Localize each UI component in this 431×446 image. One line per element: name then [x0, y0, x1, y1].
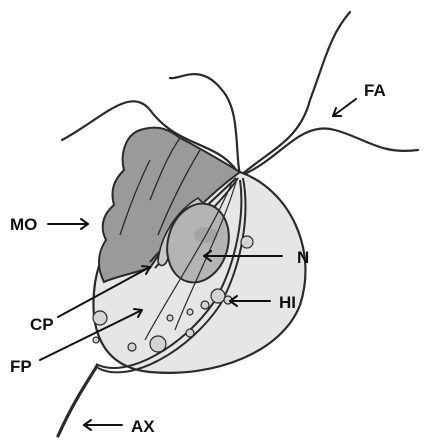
mo-arrow: [48, 219, 88, 229]
label-ax: AX: [131, 417, 155, 436]
fa-arrow: [333, 99, 356, 116]
flagellum-4: [240, 128, 418, 176]
label-hi: HI: [279, 293, 296, 312]
label-cp: CP: [30, 315, 54, 334]
label-mo: MO: [10, 215, 37, 234]
label-fa: FA: [364, 81, 386, 100]
ax-arrow: [84, 420, 122, 430]
label-fp: FP: [10, 357, 32, 376]
label-n: N: [297, 248, 309, 267]
flagellum-3: [240, 12, 350, 176]
